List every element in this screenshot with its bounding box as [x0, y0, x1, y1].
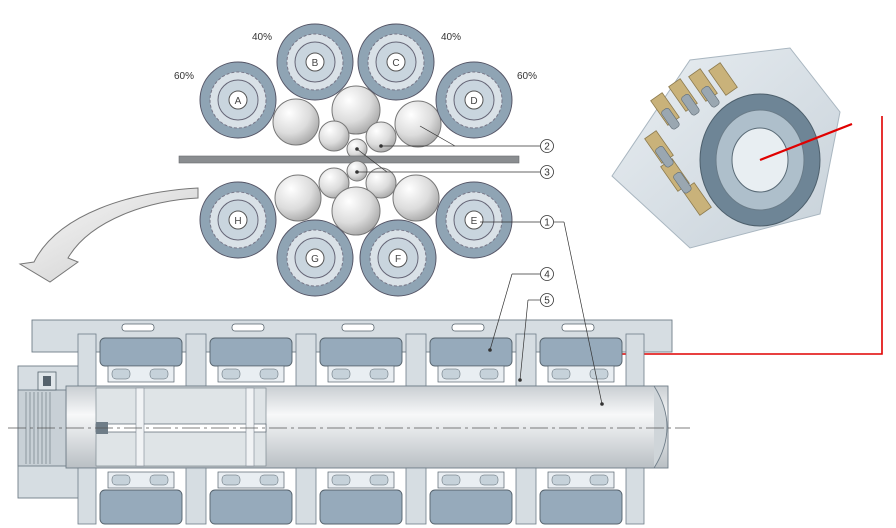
load-percent-c: 40%	[441, 32, 461, 43]
metal-strip	[178, 155, 520, 164]
curved-arrow-icon	[18, 187, 199, 283]
bearing-cutaway-photo	[608, 28, 844, 250]
bearing-h: H	[199, 181, 277, 259]
load-percent-d: 60%	[517, 71, 537, 82]
bearing-letter: D	[470, 96, 477, 107]
bearing-letter: E	[471, 216, 478, 227]
lower-roll-cluster	[274, 160, 440, 236]
upper-roll-cluster	[272, 85, 442, 160]
callout-5: 5	[518, 293, 554, 382]
callout-1: 1	[480, 215, 604, 406]
callout-2: 2	[379, 125, 554, 153]
bearing-letter: B	[312, 58, 319, 69]
callout-number: 2	[544, 142, 550, 153]
bearing-letter: H	[234, 216, 241, 227]
red-leader-line	[612, 116, 883, 355]
callout-number: 1	[544, 218, 550, 229]
load-percent-b: 40%	[252, 32, 272, 43]
bearing-g: G	[276, 219, 354, 297]
callout-4: 4	[488, 267, 554, 352]
callout-number: 5	[544, 296, 550, 307]
bearing-d: D	[435, 61, 513, 139]
bearing-letter: A	[235, 96, 242, 107]
callout-number: 3	[544, 168, 550, 179]
bearing-letter: C	[392, 58, 399, 69]
bearing-e: E	[435, 181, 513, 259]
bearing-b: B	[276, 23, 354, 101]
bearing-f: F	[359, 219, 437, 297]
bearing-letter: G	[311, 254, 319, 265]
load-percent-a: 60%	[174, 71, 194, 82]
roll-assembly-section	[8, 319, 690, 525]
bearing-letter: F	[395, 254, 401, 265]
bearing-a: A	[199, 61, 277, 139]
callout-number: 4	[544, 270, 550, 281]
callout-3: 3	[355, 147, 554, 179]
bearing-c: C	[357, 23, 435, 101]
